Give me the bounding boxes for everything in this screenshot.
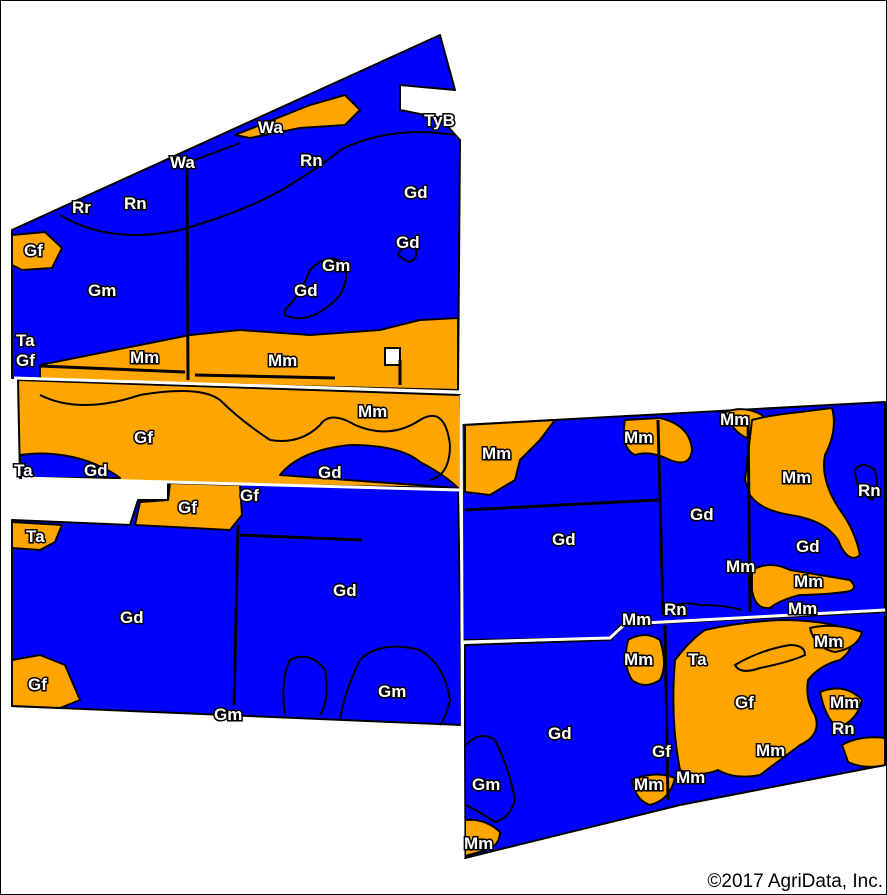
soil-boundary-gf-middle bbox=[39, 390, 452, 481]
map-label: Gm bbox=[88, 281, 116, 300]
fence-northwest-row1 bbox=[39, 364, 186, 374]
map-label: Mm bbox=[634, 775, 663, 794]
map-label: Gf bbox=[735, 693, 754, 712]
map-label: Rn bbox=[664, 600, 687, 619]
fence-east-vert2 bbox=[746, 414, 752, 613]
zone-mm-east-4[interactable] bbox=[744, 407, 861, 559]
map-label: Ta bbox=[26, 527, 45, 546]
fence-northwest-vertical bbox=[185, 164, 190, 381]
map-label: Gf bbox=[134, 428, 153, 447]
soil-boundary-gd bbox=[284, 257, 347, 320]
soil-boundary-gm-sw bbox=[282, 655, 328, 716]
zone-mm-east-5[interactable] bbox=[751, 564, 855, 610]
zone-mm-east-south-4[interactable] bbox=[631, 773, 676, 806]
map-label: Mm bbox=[720, 410, 749, 429]
soil-boundary-rn-east bbox=[853, 464, 878, 502]
soil-boundary-rn-east-2 bbox=[664, 602, 743, 611]
map-label: Gf bbox=[652, 742, 671, 761]
soil-labels: Wa TyB Wa Rn Rr Rn Gd Gf Gd Gm Gm Gd Ta … bbox=[13, 110, 883, 855]
map-label: Mm bbox=[482, 444, 511, 463]
map-label: Mm bbox=[782, 468, 811, 487]
map-label: Ta bbox=[14, 461, 33, 480]
map-label: Gd bbox=[552, 530, 576, 549]
fence-northwest-row2 bbox=[194, 373, 336, 380]
map-label: Ta bbox=[688, 650, 707, 669]
soil-boundary-gf-inner bbox=[733, 643, 807, 672]
soil-boundary-rn bbox=[59, 131, 456, 236]
map-label: Mm bbox=[130, 348, 159, 367]
boundary-west bbox=[13, 376, 461, 394]
map-label: Wa bbox=[258, 118, 283, 137]
fence-southwest-vertical bbox=[232, 524, 240, 706]
map-label: Gf bbox=[24, 241, 43, 260]
map-label: Mm bbox=[624, 650, 653, 669]
boundary-east bbox=[462, 608, 886, 644]
building-northwest bbox=[384, 347, 401, 366]
zone-ta-west-middle[interactable] bbox=[19, 452, 121, 479]
map-label: Rn bbox=[858, 481, 881, 500]
zone-mm-east-south-2[interactable] bbox=[809, 624, 863, 653]
map-label: Gf bbox=[178, 498, 197, 517]
map-label: Gm bbox=[322, 256, 350, 275]
map-label: Rn bbox=[300, 151, 323, 170]
map-label: Mm bbox=[676, 768, 705, 787]
boundary-west-2 bbox=[21, 476, 461, 492]
map-label: Gd bbox=[690, 505, 714, 524]
fence-southwest-row bbox=[239, 533, 363, 542]
fence-east-vert1 bbox=[656, 419, 665, 616]
fence-east-south-vert bbox=[663, 624, 670, 801]
map-label: Mm bbox=[726, 557, 755, 576]
map-label: Mm bbox=[268, 351, 297, 370]
zone-mm-east-south-1[interactable] bbox=[624, 634, 665, 686]
map-label: Mm bbox=[830, 693, 859, 712]
map-label: Ta bbox=[16, 331, 35, 350]
map-label: Mm bbox=[814, 632, 843, 651]
map-label: Mm bbox=[624, 428, 653, 447]
map-label: Rn bbox=[124, 194, 147, 213]
zone-ta-southwest[interactable] bbox=[11, 521, 63, 551]
map-label: Gd bbox=[120, 608, 144, 627]
soil-boundary-gm-sw2 bbox=[339, 645, 452, 726]
zone-gf-east-south[interactable] bbox=[672, 619, 853, 778]
map-label: Gf bbox=[28, 675, 47, 694]
zone-mm-east-south-5[interactable] bbox=[464, 818, 501, 857]
map-label: Gm bbox=[378, 682, 406, 701]
zone-wa-strip[interactable] bbox=[234, 94, 361, 139]
map-label: Gf bbox=[240, 486, 259, 505]
map-label: Rn bbox=[832, 719, 855, 738]
map-label: Gm bbox=[472, 775, 500, 794]
map-label: Mm bbox=[788, 599, 817, 618]
map-label: Mm bbox=[794, 572, 823, 591]
map-label: Gd bbox=[333, 581, 357, 600]
map-label: Gd bbox=[84, 461, 108, 480]
map-label: Gd bbox=[294, 281, 318, 300]
map-label: Mm bbox=[358, 402, 387, 421]
map-label: Gd bbox=[796, 537, 820, 556]
zone-mm-east-south-3[interactable] bbox=[819, 687, 863, 729]
fence-east-row1 bbox=[464, 498, 659, 512]
map-label: Gd bbox=[404, 183, 428, 202]
zone-gd-west-middle[interactable] bbox=[279, 444, 459, 489]
map-label: Gf bbox=[16, 351, 35, 370]
map-label: Mm bbox=[464, 834, 493, 853]
map-label: Gd bbox=[318, 463, 342, 482]
map-label: Wa bbox=[170, 153, 195, 172]
zone-gf-northwest[interactable] bbox=[11, 231, 63, 271]
map-label: Rr bbox=[72, 198, 91, 217]
zone-mm-east-1[interactable] bbox=[464, 419, 556, 496]
map-label: TyB bbox=[424, 111, 455, 130]
map-label: Gd bbox=[548, 724, 572, 743]
map-label: Gm bbox=[214, 705, 242, 724]
map-label: Gd bbox=[396, 233, 420, 252]
zone-mm-east-south-6[interactable] bbox=[841, 736, 886, 768]
boundary-vertical bbox=[459, 394, 465, 859]
zone-gf-southwest-bottom[interactable] bbox=[11, 654, 81, 709]
map-label: Mm bbox=[622, 610, 651, 629]
soil-boundary-gd-small bbox=[396, 242, 418, 264]
copyright-notice: ©2017 AgriData, Inc. bbox=[707, 871, 883, 892]
map-label: Mm bbox=[756, 741, 785, 760]
soil-boundary-gm-se bbox=[465, 735, 517, 824]
fence-wa bbox=[194, 142, 241, 161]
